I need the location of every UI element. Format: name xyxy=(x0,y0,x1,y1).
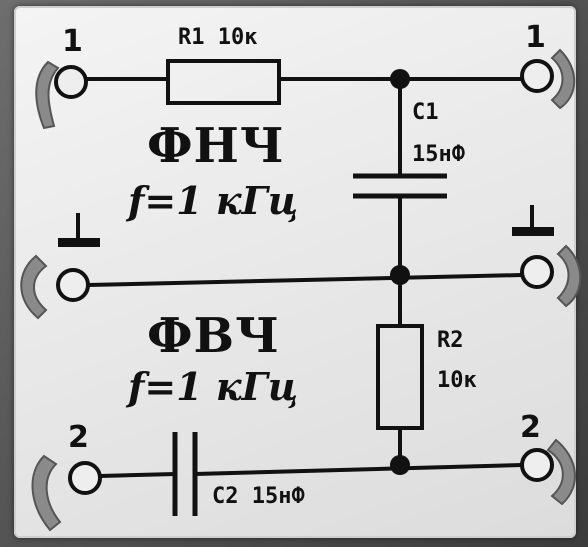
resistor-r2 xyxy=(376,324,424,430)
junction-dot-bottom xyxy=(390,455,410,475)
highpass-frequency: f=1 кГц xyxy=(128,364,299,409)
clip-in-top xyxy=(35,60,60,130)
wire-ground xyxy=(87,273,523,287)
label-c2: C2 15нФ xyxy=(212,484,305,509)
ground-symbol-left-bar xyxy=(58,238,100,247)
clip-out-ground xyxy=(556,244,582,308)
terminal-circle-in-ground xyxy=(56,268,90,302)
terminal-circle-out-top xyxy=(520,59,554,93)
clip-out-bottom xyxy=(546,438,576,506)
label-r1: R1 10к xyxy=(178,25,258,50)
clip-in-ground xyxy=(20,254,48,320)
clip-out-top xyxy=(550,48,576,110)
ground-symbol-right-bar xyxy=(512,227,554,236)
label-r2-value: 10к xyxy=(437,368,477,393)
terminal-circle-out-ground xyxy=(520,255,554,289)
junction-dot-middle xyxy=(390,265,410,285)
wire-bottom-right xyxy=(194,463,523,476)
circuit-plate xyxy=(14,6,576,538)
terminal-label-in-top: 1 xyxy=(62,24,83,59)
resistor-r1 xyxy=(166,59,281,105)
lowpass-frequency: f=1 кГц xyxy=(128,178,299,223)
terminal-circle-out-bottom xyxy=(520,448,554,482)
junction-dot-top xyxy=(390,69,410,89)
terminal-label-out-bottom: 2 xyxy=(520,410,541,445)
lowpass-title: ФНЧ xyxy=(147,118,285,174)
terminal-circle-in-top xyxy=(54,65,88,99)
highpass-title: ФВЧ xyxy=(147,308,280,364)
label-r2-name: R2 xyxy=(437,328,464,353)
label-c1-value: 15нФ xyxy=(412,142,465,167)
terminal-label-out-top: 1 xyxy=(525,20,546,55)
label-c1-name: C1 xyxy=(412,100,439,125)
terminal-circle-in-bottom xyxy=(68,461,102,495)
wire-bottom-left xyxy=(99,472,176,478)
terminal-label-in-bottom: 2 xyxy=(68,420,89,455)
clip-in-bottom xyxy=(31,454,62,532)
